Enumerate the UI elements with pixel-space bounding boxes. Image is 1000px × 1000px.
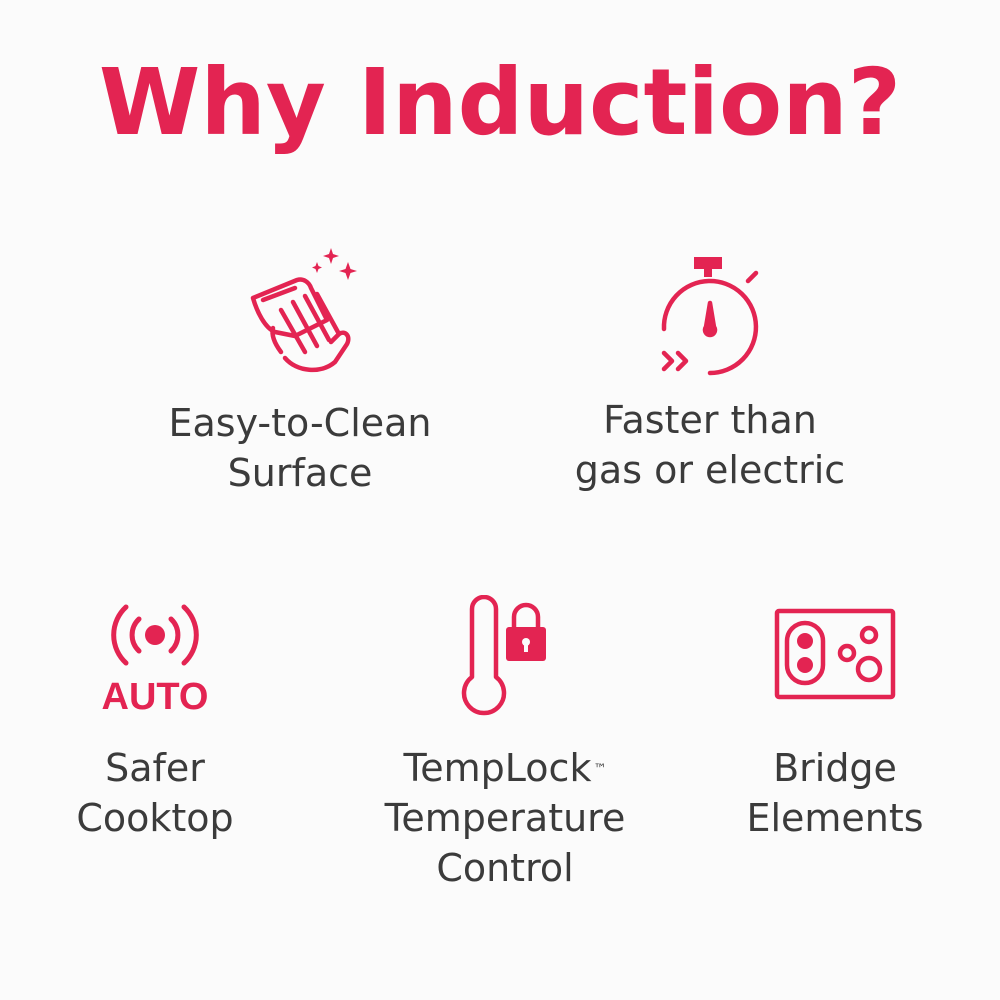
feature-bridge-elements: Bridge Elements (720, 595, 950, 855)
feature-safer-cooktop: AUTO Safer Cooktop (40, 595, 270, 855)
thermometer-lock-icon (450, 594, 560, 720)
stopwatch-fast-icon (650, 255, 770, 383)
trademark-symbol: ™ (593, 762, 607, 777)
auto-shutoff-icon: AUTO (90, 595, 220, 718)
auto-label: AUTO (102, 676, 209, 715)
feature-label: Bridge Elements (746, 746, 924, 840)
feature-label: Easy-to-Clean Surface (168, 401, 432, 495)
page-title: Why Induction? (98, 49, 902, 156)
feature-label: Faster than gas or electric (574, 398, 846, 492)
cooktop-bridge-icon (773, 607, 897, 701)
feature-easy-to-clean: Easy-to-Clean Surface (150, 240, 450, 500)
feature-faster: Faster than gas or electric (540, 250, 880, 500)
wipe-clean-icon (235, 240, 365, 380)
feature-label: Safer Cooktop (76, 746, 234, 840)
